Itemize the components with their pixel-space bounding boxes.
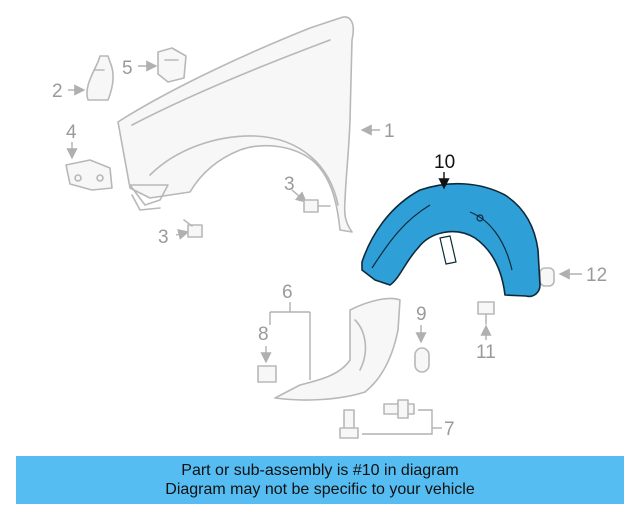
bolt-part-7a xyxy=(383,399,415,419)
callout-5: 5 xyxy=(122,58,133,79)
bracket-part-5 xyxy=(157,47,187,83)
fender-part xyxy=(117,16,355,233)
callout-1: 1 xyxy=(384,121,395,142)
bracket-part-4 xyxy=(65,159,113,191)
bolt-part-7b xyxy=(339,409,359,439)
callout-4: 4 xyxy=(66,122,77,143)
callout-10: 10 xyxy=(434,152,455,173)
callout-6: 6 xyxy=(282,282,293,303)
clip-part-12 xyxy=(539,267,555,287)
fender-liner-part-10 xyxy=(361,182,541,298)
screw-part-3b xyxy=(183,219,203,238)
callout-7: 7 xyxy=(444,419,455,440)
callout-3b: 3 xyxy=(158,227,169,248)
cap-part xyxy=(86,55,114,101)
clip-part-9 xyxy=(414,347,430,373)
diagram-canvas: 1 2 5 4 3 3 6 8 xyxy=(52,16,607,440)
info-banner: Part or sub-assembly is #10 in diagram D… xyxy=(16,456,624,504)
screw-part-11 xyxy=(477,301,495,325)
callout-9: 9 xyxy=(416,304,427,325)
callout-11: 11 xyxy=(476,342,496,363)
callout-12: 12 xyxy=(586,265,607,286)
screw-part-3a xyxy=(303,199,331,213)
callout-3a: 3 xyxy=(284,174,295,195)
clip-part-8 xyxy=(257,365,277,383)
splash-shield-part-6 xyxy=(274,297,401,401)
banner-line-2: Diagram may not be specific to your vehi… xyxy=(165,481,475,498)
banner-line-1: Part or sub-assembly is #10 in diagram xyxy=(181,462,459,479)
callout-2: 2 xyxy=(52,81,63,102)
callout-8: 8 xyxy=(258,324,269,345)
